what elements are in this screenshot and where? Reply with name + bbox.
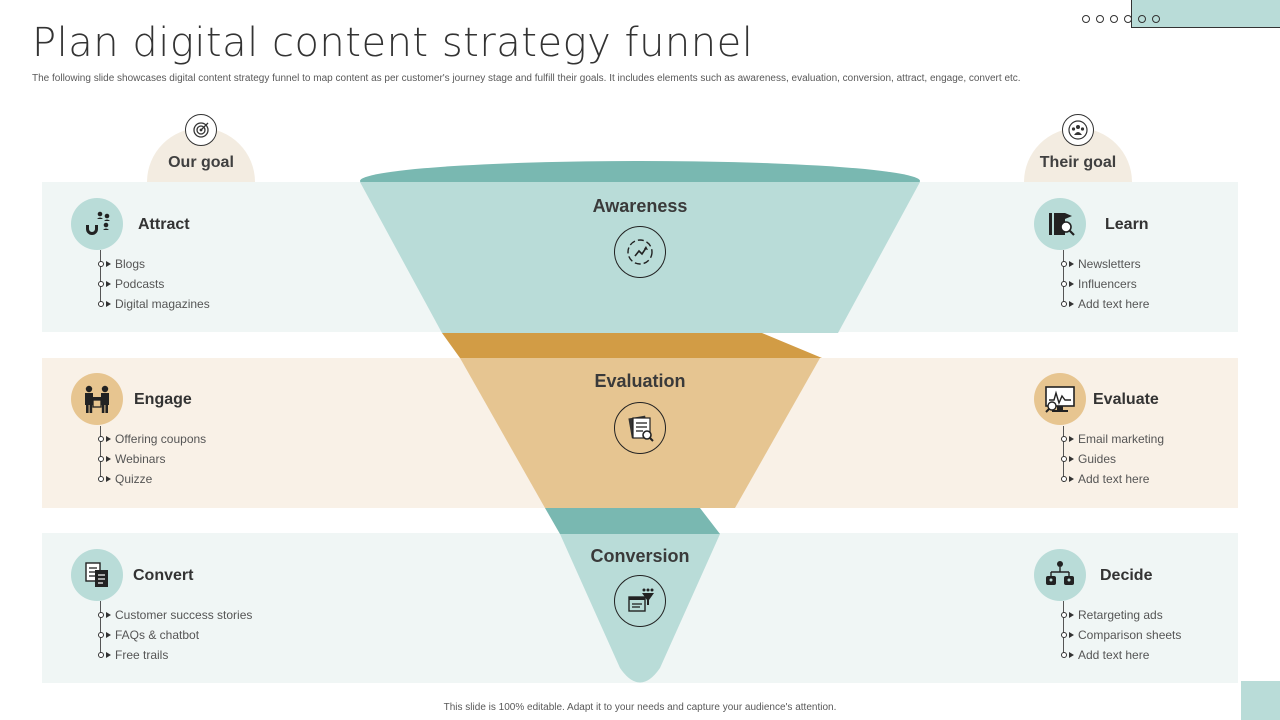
book-graduate-icon [1034,198,1086,250]
section-title-decide: Decide [1100,567,1153,584]
attract-list: Blogs Podcasts Digital magazines [98,254,210,314]
stage-label-evaluation: Evaluation [594,371,686,391]
dot [1096,15,1104,23]
dot [1110,15,1118,23]
list-item: Digital magazines [98,294,210,314]
list-item: Podcasts [98,274,210,294]
page-title: Plan digital content strategy funnel [32,20,754,66]
section-title-learn: Learn [1105,216,1149,233]
our-goal-label: Our goal [168,154,234,171]
list-item: Add text here [1060,294,1149,314]
footer-note: This slide is 100% editable. Adapt it to… [443,702,837,713]
dot [1082,15,1090,23]
list-item: Customer success stories [97,605,252,625]
target-icon [185,114,217,146]
list-item: Add text here [1060,645,1181,665]
pagination-dots [1082,15,1160,23]
conversion-filter-icon [614,575,666,627]
list-connector [100,250,101,306]
list-item: Offering coupons [97,429,206,449]
convert-list: Customer success stories FAQs & chatbot … [97,605,252,665]
page-subtitle: The following slide showcases digital co… [32,73,1021,84]
corner-decoration-bottom [1241,681,1280,720]
dot [1152,15,1160,23]
list-item: FAQs & chatbot [97,625,252,645]
evaluate-list: Email marketing Guides Add text here [1060,429,1164,489]
stage-label-conversion: Conversion [590,546,690,566]
handshake-people-icon [71,373,123,425]
list-connector [100,426,101,482]
list-item: Blogs [98,254,210,274]
list-item: Webinars [97,449,206,469]
magnet-people-icon [71,198,123,250]
cycle-growth-icon [614,226,666,278]
section-title-evaluate: Evaluate [1093,391,1159,408]
section-title-convert: Convert [133,567,194,584]
list-item: Retargeting ads [1060,605,1181,625]
team-icon [1062,114,1094,146]
corner-decoration-top [1131,0,1280,28]
list-item: Newsletters [1060,254,1149,274]
list-item: Comparison sheets [1060,625,1181,645]
list-connector [1063,250,1064,306]
decide-list: Retargeting ads Comparison sheets Add te… [1060,605,1181,665]
section-title-attract: Attract [138,216,190,233]
decision-tree-icon [1034,549,1086,601]
document-search-icon [614,402,666,454]
dot [1124,15,1132,23]
dot [1138,15,1146,23]
funnel-connector-2 [545,508,720,534]
funnel-connector-1 [442,333,822,358]
list-item: Email marketing [1060,429,1164,449]
list-connector [1063,601,1064,657]
list-connector [1063,426,1064,482]
list-item: Add text here [1060,469,1164,489]
list-item: Free trails [97,645,252,665]
documents-icon [71,549,123,601]
learn-list: Newsletters Influencers Add text here [1060,254,1149,314]
list-item: Quizze [97,469,206,489]
stage-label-awareness: Awareness [592,196,688,216]
list-item: Influencers [1060,274,1149,294]
list-item: Guides [1060,449,1164,469]
their-goal-label: Their goal [1039,154,1117,171]
section-title-engage: Engage [134,391,192,408]
engage-list: Offering coupons Webinars Quizze [97,429,206,489]
monitor-analytics-icon [1034,373,1086,425]
list-connector [100,601,101,657]
